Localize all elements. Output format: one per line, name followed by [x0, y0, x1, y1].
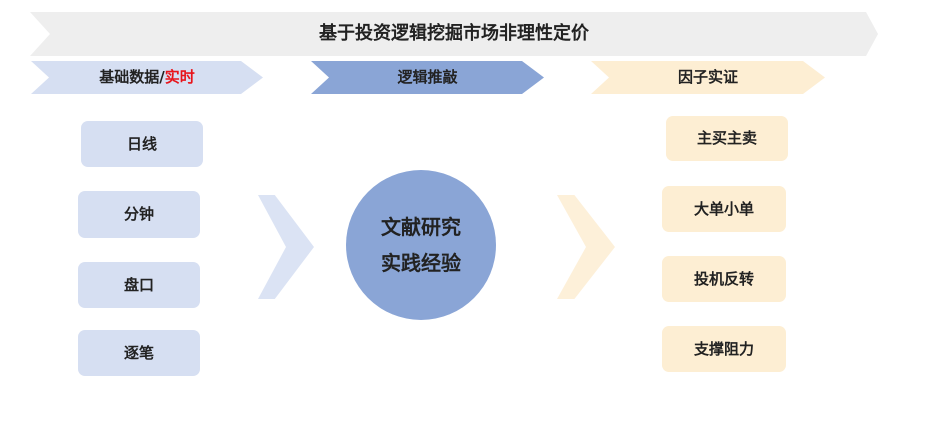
factor-box: 投机反转: [662, 256, 786, 302]
center-line-2: 实践经验: [381, 251, 461, 275]
factor-box: 主买主卖: [666, 116, 788, 161]
factor-box: 支撑阻力: [662, 326, 786, 372]
header-realtime-highlight: 实时: [164, 68, 195, 86]
header-data-sources: 基础数据/实时: [31, 61, 263, 94]
header-data-sources-prefix: 基础数据/: [99, 68, 165, 86]
factor-box: 大单小单: [662, 186, 786, 232]
data-source-box: 分钟: [78, 191, 200, 238]
flow-arrow-left: [258, 195, 314, 299]
header-logic-reasoning: 逻辑推敲: [311, 61, 544, 94]
header-factor-validation: 因子实证: [591, 61, 825, 94]
header-logic-reasoning-label: 逻辑推敲: [397, 68, 458, 86]
center-line-1: 文献研究: [381, 215, 461, 239]
data-source-box: 日线: [81, 121, 203, 167]
flow-arrow-right: [557, 195, 615, 299]
data-source-box: 逐笔: [78, 330, 200, 376]
title-banner: 基于投资逻辑挖掘市场非理性定价: [30, 12, 878, 56]
research-circle: 文献研究 实践经验: [346, 170, 496, 320]
data-source-box: 盘口: [78, 262, 200, 308]
header-factor-validation-label: 因子实证: [677, 68, 738, 86]
header-data-sources-label: 基础数据/实时: [31, 61, 263, 94]
page-title: 基于投资逻辑挖掘市场非理性定价: [319, 23, 589, 44]
